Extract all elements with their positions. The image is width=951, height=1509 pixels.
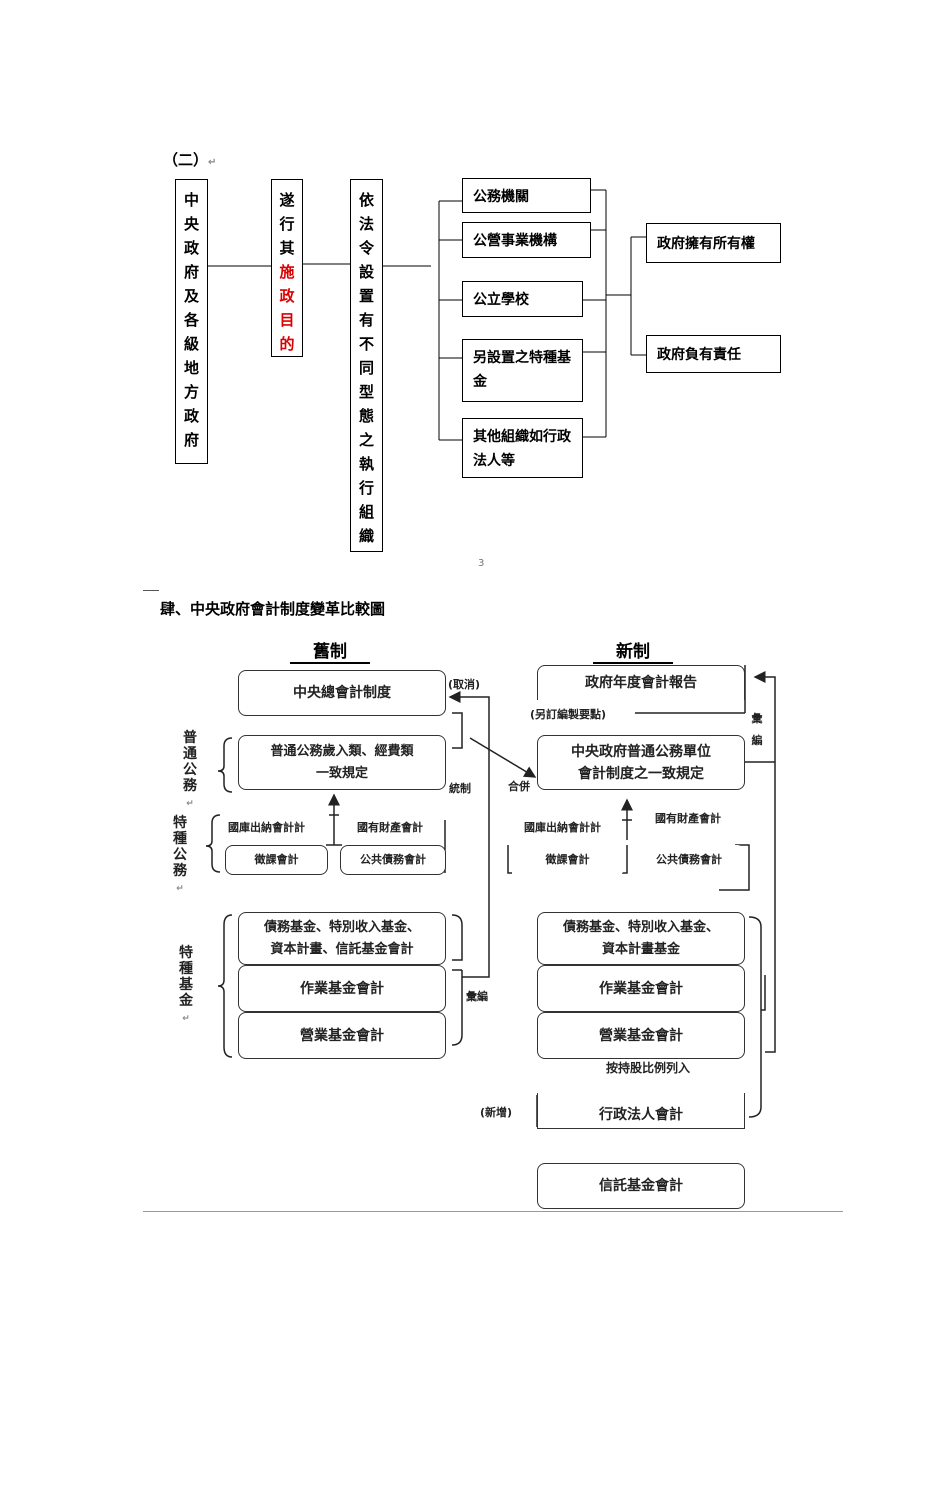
- annotation-new-added: (新增): [480, 1106, 513, 1119]
- new-funds-box: 債務基金、特別收入基金、 資本計畫基金: [537, 912, 745, 965]
- old-central-total-accounting-box: 中央總會計制度: [238, 670, 446, 716]
- result-label: 政府擁有所有權: [657, 236, 755, 252]
- old-funds-box: 債務基金、特別收入基金、 資本計畫、信託基金會計: [238, 912, 446, 965]
- org-box-public-school: 公立學校: [462, 281, 583, 317]
- old-national-treasury-label: 國庫出納會計計: [228, 821, 305, 834]
- org-box-public-agency: 公務機關: [462, 178, 591, 213]
- org-box-special-fund: 另設置之特種基金: [462, 339, 583, 402]
- top-rule: [143, 590, 159, 591]
- central-local-government-label: 中央政府及各級地方政府: [183, 191, 199, 449]
- result-box-responsibility: 政府負有責任: [646, 335, 781, 373]
- new-tax-box: 徵課會計: [510, 845, 625, 875]
- org-label: 另設置之特種基金: [473, 350, 571, 390]
- old-business-fund-box: 營業基金會計: [238, 1012, 446, 1059]
- annotation-cancel: (取消): [448, 678, 481, 691]
- annotation-separate: (另訂編製要點): [530, 708, 607, 721]
- executive-organizations-label: 依法令設置有不同型態之執行組織: [358, 191, 374, 545]
- annotation-consolidate: 統制: [449, 782, 471, 795]
- result-box-ownership: 政府擁有所有權: [646, 223, 781, 263]
- org-box-public-enterprise: 公營事業機構: [462, 222, 591, 258]
- central-local-government-box: 中央政府及各級地方政府: [175, 179, 208, 464]
- org-label: 公營事業機構: [473, 233, 557, 249]
- new-general-affairs-box: 中央政府普通公務單位 會計制度之一致規定: [537, 735, 745, 790]
- org-box-other-organization: 其他組織如行政法人等: [462, 418, 583, 478]
- old-system-heading: 舊制: [290, 642, 370, 664]
- old-operating-fund-box: 作業基金會計: [238, 965, 446, 1012]
- annotation-compile-new: 彙編: [751, 712, 763, 747]
- annotation-merge: 合併: [508, 780, 530, 793]
- old-state-property-label: 國有財產會計: [357, 821, 423, 834]
- side-label-special-affairs: 特種公務↵: [173, 815, 187, 894]
- new-operating-fund-box: 作業基金會計: [537, 965, 745, 1012]
- purpose-box: 遂行其施政目的: [271, 179, 303, 357]
- bottom-rule: [143, 1211, 843, 1212]
- section-heading: （二）↵: [163, 151, 217, 169]
- new-investment-note: 按持股比例列入: [606, 1061, 691, 1075]
- page-number: 3: [478, 558, 485, 569]
- new-state-property-label: 國有財產會計: [655, 812, 721, 825]
- new-admin-corporation-box: 行政法人會計: [537, 1093, 745, 1129]
- org-label: 其他組織如行政法人等: [473, 429, 571, 469]
- new-trust-fund-box: 信託基金會計: [537, 1163, 745, 1209]
- purpose-label: 遂行其施政目的: [279, 191, 295, 353]
- diagram-title: 肆、中央政府會計制度變革比較圖: [160, 600, 386, 618]
- new-annual-report-box: 政府年度會計報告: [537, 665, 745, 700]
- new-national-treasury-label: 國庫出納會計計: [524, 821, 601, 834]
- side-label-general-affairs: 普通公務↵: [183, 730, 197, 809]
- old-general-affairs-box: 普通公務歲入類、經費類 一致規定: [238, 735, 446, 790]
- executive-organizations-box: 依法令設置有不同型態之執行組織: [350, 179, 383, 552]
- org-label: 公務機關: [473, 189, 529, 205]
- result-label: 政府負有責任: [657, 347, 741, 363]
- new-business-fund-box: 營業基金會計: [537, 1012, 745, 1059]
- new-system-heading: 新制: [593, 642, 673, 664]
- side-label-special-funds: 特種基金↵: [179, 945, 193, 1024]
- org-connector-lines: [208, 189, 646, 441]
- old-public-debt-box: 公共債務會計: [340, 845, 446, 875]
- new-public-debt-box: 公共債務會計: [633, 845, 745, 875]
- annotation-compile-old: 彙編: [466, 990, 488, 1003]
- old-tax-box: 徵課會計: [225, 845, 328, 875]
- org-label: 公立學校: [473, 292, 529, 308]
